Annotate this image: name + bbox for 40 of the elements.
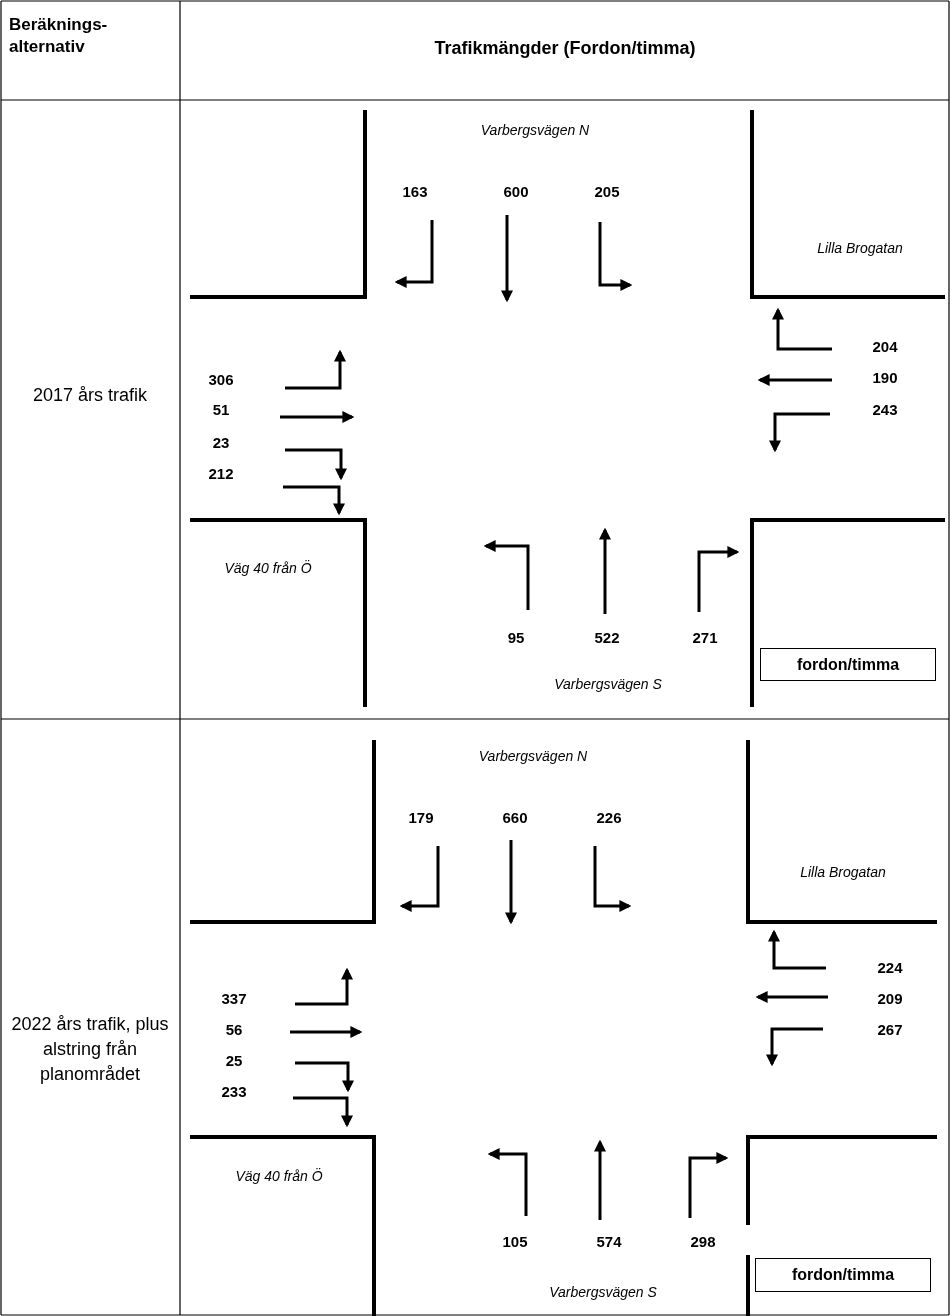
unit-label: fordon/timma — [760, 648, 936, 681]
traffic-volume: 212 — [208, 465, 234, 483]
traffic-volume: 51 — [212, 401, 230, 419]
traffic-volume: 56 — [225, 1021, 243, 1039]
street-name: Väg 40 från Ö — [224, 559, 312, 577]
traffic-volume: 306 — [208, 371, 234, 389]
column-header: Beräknings-alternativ — [9, 14, 109, 59]
traffic-volume: 25 — [225, 1052, 243, 1070]
traffic-volume: 209 — [877, 990, 903, 1008]
unit-label: fordon/timma — [755, 1258, 931, 1292]
traffic-volume: 204 — [872, 338, 898, 356]
traffic-volume: 224 — [877, 959, 903, 977]
street-name: Väg 40 från Ö — [235, 1167, 323, 1185]
street-name: Varbergsvägen N — [480, 121, 590, 139]
traffic-volume: 179 — [408, 809, 434, 827]
traffic-volume: 205 — [594, 183, 620, 201]
traffic-volume: 190 — [872, 369, 898, 387]
traffic-volume: 337 — [221, 990, 247, 1008]
traffic-volume: 267 — [877, 1021, 903, 1039]
street-name: Varbergsvägen N — [478, 747, 588, 765]
traffic-volume: 243 — [872, 401, 898, 419]
column-header: Trafikmängder (Fordon/timma) — [434, 37, 696, 59]
street-name: Lilla Brogatan — [800, 863, 886, 881]
traffic-volume: 226 — [596, 809, 622, 827]
traffic-volume: 600 — [503, 183, 529, 201]
street-name: Varbergsvägen S — [549, 1283, 657, 1301]
row-header: 2022 års trafik, plus alstring från planområdet — [10, 1013, 170, 1087]
traffic-volume: 163 — [402, 183, 428, 201]
traffic-volume: 233 — [221, 1083, 247, 1101]
traffic-volume: 95 — [507, 629, 525, 647]
traffic-volume: 660 — [502, 809, 528, 827]
row-header: 2017 års trafik — [31, 384, 149, 408]
street-name: Lilla Brogatan — [817, 239, 903, 257]
traffic-volume: 271 — [692, 629, 718, 647]
traffic-volume: 105 — [502, 1233, 528, 1251]
street-name: Varbergsvägen S — [554, 675, 662, 693]
traffic-volume: 574 — [596, 1233, 622, 1251]
traffic-volume: 522 — [594, 629, 620, 647]
traffic-volume: 298 — [690, 1233, 716, 1251]
traffic-volume: 23 — [212, 434, 230, 452]
